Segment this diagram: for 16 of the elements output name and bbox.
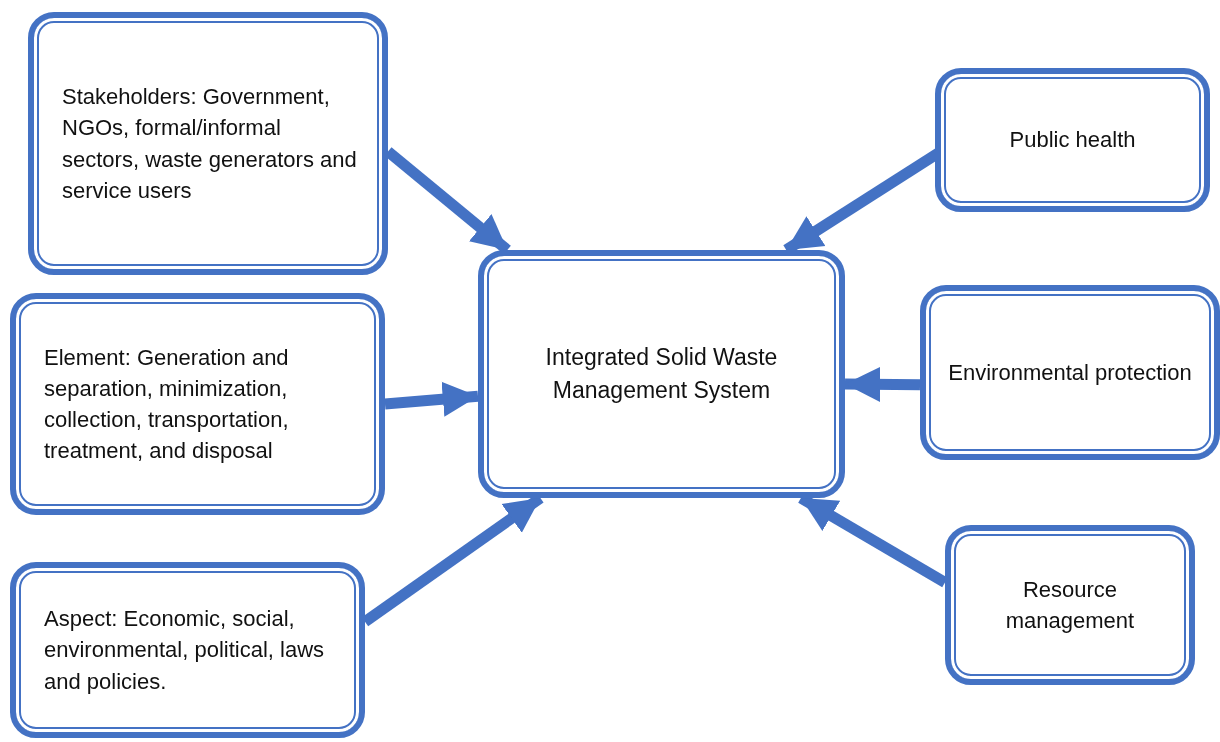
- rounded-box: [920, 285, 1220, 460]
- arrow: [384, 381, 479, 417]
- rounded-box: [10, 562, 365, 738]
- box-text: Stakeholders: Government, NGOs, formal/informal sectors, waste generators and service users: [62, 83, 358, 205]
- box-text: Public health: [1009, 126, 1136, 155]
- box-text: Aspect: Economic, social, environmental, political, laws and policies.: [44, 605, 326, 696]
- box-text: Element: Generation and separation, minimization, collection, transportation, treatment, and disposal: [44, 343, 290, 466]
- box-text: Resource management: [1004, 575, 1136, 635]
- rounded-box: [478, 250, 845, 498]
- rounded-box: [10, 293, 385, 515]
- rounded-box: [945, 525, 1195, 685]
- rounded-box: [28, 12, 388, 275]
- box-text: Integrated Solid Waste Management System: [544, 343, 779, 405]
- box-text: Environmental protection: [948, 358, 1192, 387]
- rounded-box: [935, 68, 1210, 212]
- arrow: [844, 366, 921, 402]
